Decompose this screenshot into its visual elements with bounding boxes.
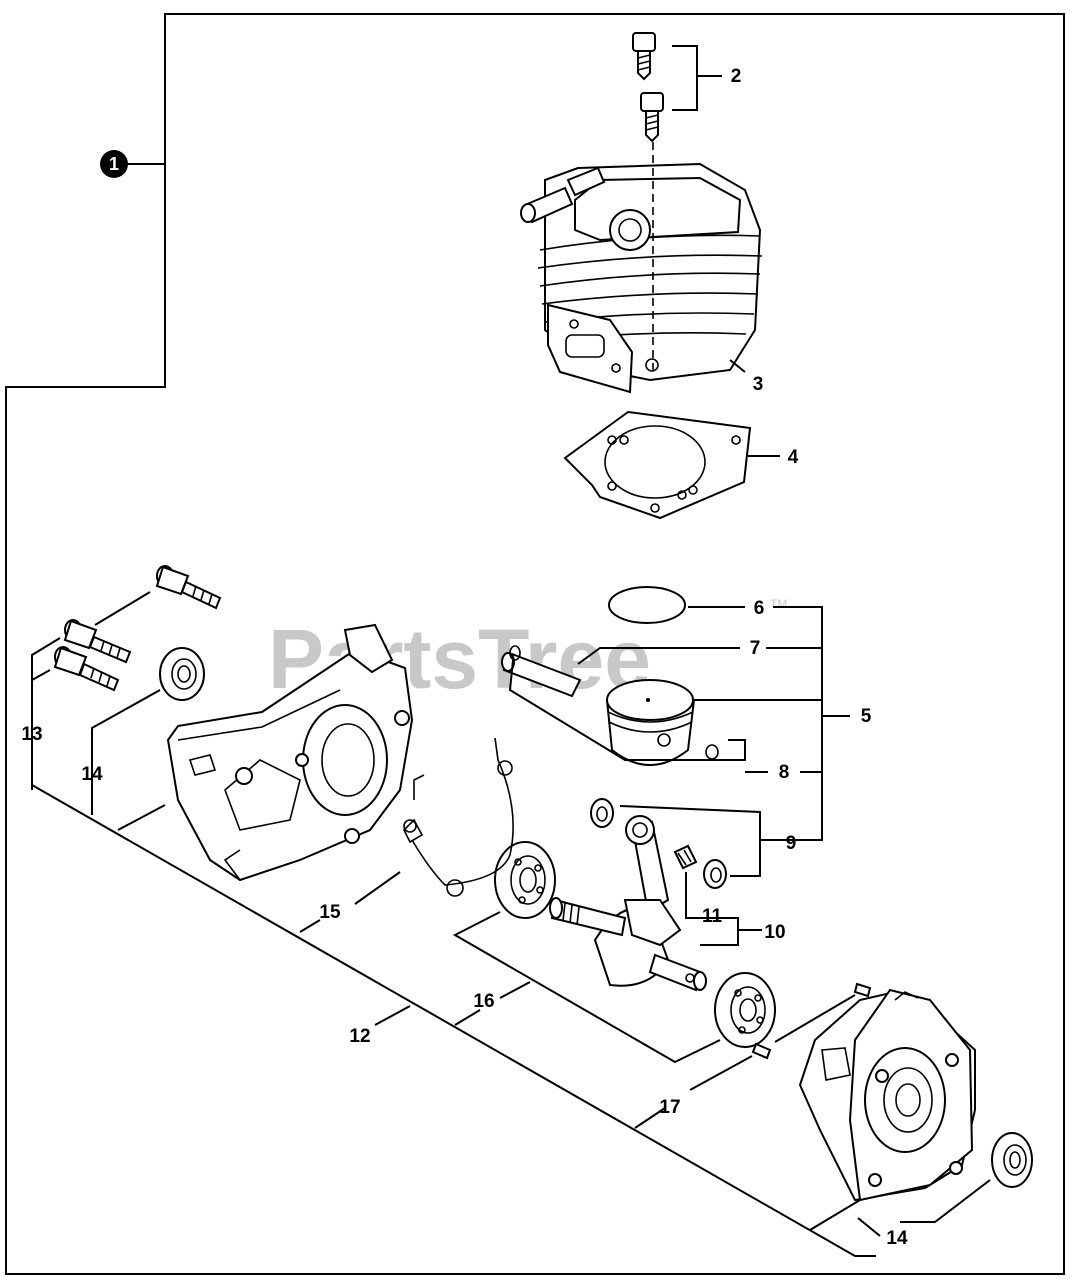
watermark-tm: TM [770,597,787,611]
callout-17[interactable]: 17 [659,1097,680,1118]
diagram-frame [5,13,1065,1275]
callout-14-lower[interactable]: 14 [886,1228,908,1249]
callout-8[interactable]: 8 [779,762,790,783]
callout-16[interactable]: 16 [473,991,494,1012]
main-bearing-right[interactable] [714,972,776,1048]
callout-14-upper[interactable]: 14 [81,764,103,785]
cylinder[interactable] [520,162,763,394]
assembly-badge[interactable]: 1 [100,150,165,178]
piston-pin[interactable] [501,652,582,698]
callout-5[interactable]: 5 [861,706,872,727]
oil-seal-right[interactable] [991,1132,1033,1188]
callout-13[interactable]: 13 [21,724,42,745]
callout-7[interactable]: 7 [750,638,761,659]
piston[interactable] [605,679,696,766]
callout-10[interactable]: 10 [764,922,785,943]
cylinder-gasket[interactable] [563,410,752,520]
crankcase-gasket[interactable] [403,737,514,897]
crankcase-bolts[interactable] [53,565,222,692]
cylinder-bolts[interactable] [632,32,664,143]
callout-11[interactable]: 11 [702,906,723,927]
callout-2[interactable]: 2 [731,66,742,87]
callout-9[interactable]: 9 [786,833,797,854]
callout-6[interactable]: 6 [754,598,765,619]
callout-12[interactable]: 12 [349,1026,370,1047]
callout-labels: 2 3 4 5 6 7 8 9 10 11 12 13 14 15 16 17 … [21,66,908,1249]
needle-bearing[interactable] [673,844,698,870]
callout-3[interactable]: 3 [753,374,764,395]
piston-ring[interactable] [608,586,686,624]
main-bearing-left[interactable] [494,841,556,919]
callout-4[interactable]: 4 [788,447,799,468]
crankcase-right[interactable] [798,988,976,1202]
assembly-badge-label: 1 [109,154,119,174]
crankcase-left[interactable] [166,623,414,882]
dowel-pins[interactable] [751,982,872,1060]
oil-seal-left[interactable] [159,647,205,701]
callout-15[interactable]: 15 [319,902,341,923]
crankshaft-washers[interactable] [590,798,727,889]
crankshaft[interactable] [549,815,707,992]
